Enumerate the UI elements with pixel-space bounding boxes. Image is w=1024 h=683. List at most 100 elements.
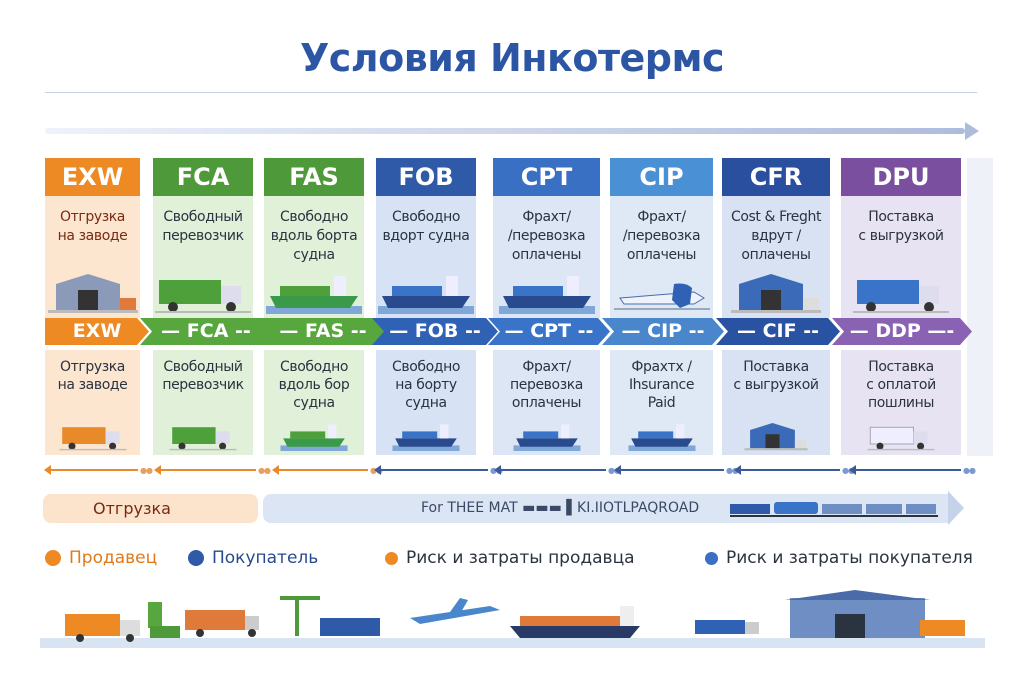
ship-icon [266,268,362,314]
truck-icon [853,274,949,314]
truck-icon [58,423,127,451]
truck-icon [169,423,237,451]
term-description-line: Свободный [163,209,243,225]
term-top-card: Поставка с выгрузкой [841,196,961,318]
term-description-line: перевозка [510,377,583,393]
term-description-line: /перевозка [507,228,586,244]
term-code-header: CFR [722,158,830,196]
term-code-header: CPT [493,158,600,196]
ribbon-term-cif: — CIF -- [716,318,840,345]
warehouse-icon [785,590,965,638]
ground-strip [40,638,985,648]
term-description-line: вдоль борта [270,228,358,244]
term-description-line: Фрахт/ [522,359,571,375]
risk-arrow [272,465,368,475]
risk-point-dots: ●● [842,466,855,475]
term-description-line: Фрахт/ [637,209,686,225]
term-description-line: на заводе [57,228,128,244]
plane-icon [613,274,710,314]
logistics-scene-illustration [40,590,985,648]
term-bottom-card: Отгрузка на заводе [45,350,140,455]
ribbon-term-cip: — CIP -- [602,318,724,345]
term-description-line: Paid [647,395,676,411]
ribbon-term-ddp: — DDP —- [832,318,972,345]
incoterm-column-fas: FAS Свободно вдоль борта судна Свободно вдо… [264,158,364,455]
term-code-header: FCA [153,158,253,196]
risk-point-dots: ●● [963,466,976,475]
title-divider [45,92,977,93]
term-description-line: /перевозка [622,228,701,244]
ribbon-term-fob: — FOB -- [372,318,498,345]
term-description-line: пошлины [868,395,934,411]
risk-arrow [849,465,961,475]
incoterm-column-cpt: CPT Фрахт/ /перевозка оплачены Фрахт/перев… [493,158,600,455]
legend-seller-risk: Риск и затраты продавца [385,548,635,568]
risk-arrow [44,465,138,475]
term-code-header: EXW [45,158,140,196]
truck-icon [65,614,140,642]
legend-dot [705,551,718,565]
legend-label: Риск и затраты покупателя [726,548,973,568]
term-description-line: Фрахт/ [522,209,571,225]
risk-arrow [154,465,256,475]
risk-point-dots: ●● [140,466,153,475]
term-description-line: на борту [395,377,457,393]
term-code-header: FAS [264,158,364,196]
buyer-transport-banner: For THEE MAT ▬▬▬ ▌KI.IIOTLPAQROAD [263,491,964,525]
plane-icon [410,598,500,624]
page-title: Условия Инкотермс [299,36,725,80]
term-description-line: оплачены [741,247,811,263]
term-code-header: CIP [610,158,713,196]
term-description-line: вдорт судна [382,228,470,244]
term-description-line: Свободно [280,209,348,225]
term-description-line: перевозчик [162,228,244,244]
ribbon-term-exw: EXW [45,318,149,345]
term-description-line: Отгрузка [60,359,125,375]
term-description-line: Поставка [868,209,934,225]
risk-arrow [494,465,606,475]
buyer-banner-label: For THEE MAT ▬▬▬ ▌KI.IIOTLPAQROAD [421,500,700,516]
term-description-line: Фрахтх / [631,359,692,375]
term-description-line: вдрут / [751,228,801,244]
seller-banner-label: Отгрузка [93,499,171,518]
truck-icon [185,610,259,637]
ship-icon [627,419,696,451]
seller-shipment-banner: Отгрузка [43,494,258,523]
truck-icon [155,274,251,314]
legend-dot [385,551,398,565]
ribbon-term-cpt: — CPT -- [488,318,610,345]
ship-icon [498,268,595,314]
term-description-line: на заводе [57,377,128,393]
term-description-line: оплачены [511,247,582,263]
term-description-line: вдоль бор [278,377,350,393]
timeline-arrow [45,122,979,140]
risk-point-dots: ●● [258,466,271,475]
legend-buyer-risk: Риск и затраты покупателя [705,548,973,568]
term-description-line: перевозчик [162,377,244,393]
ship-icon [510,606,640,638]
train-icon [730,502,938,517]
warehouse-icon [731,270,821,314]
term-description-line: судна [293,247,335,263]
risk-point-dots: ●● [726,466,739,475]
term-top-card: Свободный перевозчик [153,196,253,318]
term-description-line: судна [405,395,447,411]
term-description-line: судна [293,395,335,411]
legend-dot [188,550,204,566]
term-description-line: с выгрузкой [858,228,944,244]
legend-dot [45,550,61,566]
truck-icon [695,620,759,634]
term-top-card: Свободно вдоль борта судна [264,196,364,318]
